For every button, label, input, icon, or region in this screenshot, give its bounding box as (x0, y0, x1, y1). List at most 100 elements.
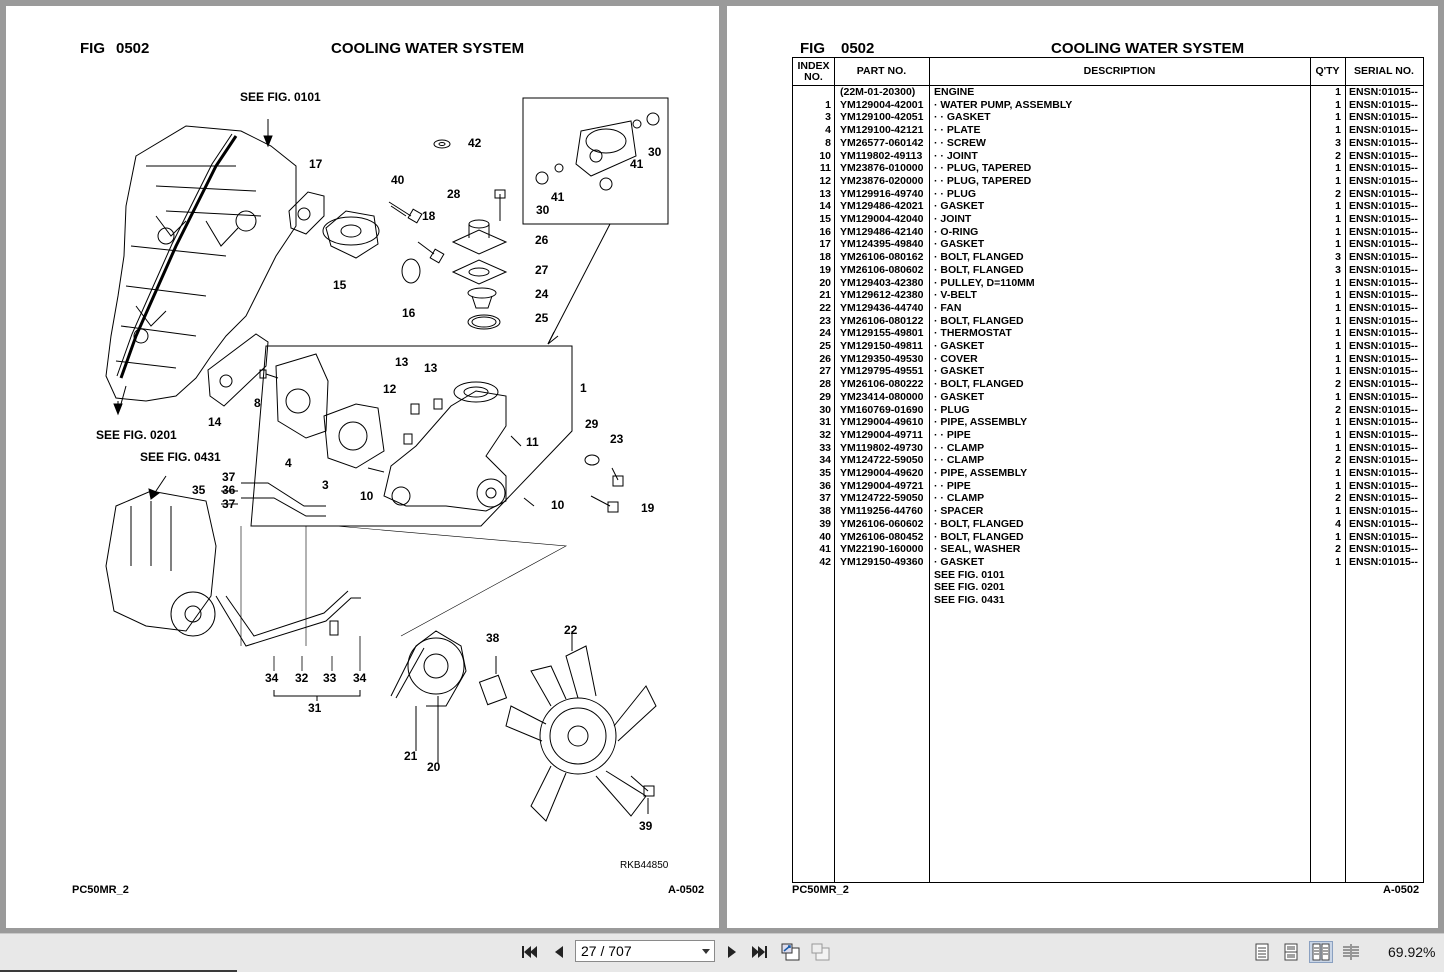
water-pump-assembly-box (250, 345, 573, 527)
part-number-cell: YM23876-020000 (840, 174, 924, 187)
index-cell: 28 (819, 378, 831, 391)
first-page-button[interactable] (518, 941, 540, 963)
description-cell: · BOLT, FLANGED (934, 517, 1024, 530)
description-cell: SEE FIG. 0431 (934, 594, 1005, 606)
continuous-view-button[interactable] (1279, 941, 1303, 963)
serial-number-cell: ENSN:01015-- (1349, 314, 1418, 327)
quantity-cell: 2 (1335, 492, 1341, 505)
description-cell: · · CLAMP (934, 454, 985, 467)
description-cell: · GASKET (934, 238, 985, 251)
description-cell: · · PLATE (934, 124, 981, 137)
two-page-continuous-view-icon (1343, 944, 1359, 960)
single-page-view-button[interactable] (1250, 941, 1274, 963)
right-page: FIG 0502 COOLING WATER SYSTEM INDEX NO. … (727, 6, 1438, 928)
quantity-cell: 1 (1335, 365, 1341, 378)
description-cell: · COVER (934, 352, 978, 365)
index-cell: 16 (819, 225, 831, 238)
zoom-level[interactable]: 69.92% (1388, 944, 1436, 960)
page-title: COOLING WATER SYSTEM (331, 40, 525, 57)
quantity-cell: 1 (1335, 352, 1341, 365)
part-number-cell: YM119802-49113 (840, 149, 923, 162)
description-cell: · WATER PUMP, ASSEMBLY (934, 98, 1073, 111)
two-page-view-button[interactable] (1309, 941, 1333, 963)
part-number-cell: YM129004-42001 (840, 98, 924, 111)
fit-page-icon (781, 943, 800, 961)
quantity-cell: 1 (1335, 225, 1341, 238)
footer-page-ref: A-0502 (668, 884, 705, 896)
description-cell: · V-BELT (934, 289, 977, 302)
index-cell: 10 (819, 149, 831, 162)
part-number-cell: YM129004-49711 (840, 428, 923, 441)
part-number-cell: YM124722-59050 (840, 492, 924, 505)
serial-number-cell: ENSN:01015-- (1349, 174, 1418, 187)
part-number-cell: YM129795-49551 (840, 365, 924, 378)
callout: 23 (610, 432, 624, 446)
quantity-cell: 2 (1335, 149, 1341, 162)
description-cell: SEE FIG. 0101 (934, 568, 1005, 581)
index-cell: 20 (819, 276, 831, 289)
serial-number-cell: ENSN:01015-- (1349, 251, 1418, 264)
previous-page-button[interactable] (548, 941, 568, 963)
description-cell: · SPACER (934, 505, 984, 518)
next-page-button[interactable] (723, 941, 743, 963)
callout: 37 (222, 470, 236, 484)
index-cell: 4 (825, 124, 831, 137)
fit-page-button[interactable] (779, 941, 803, 963)
callout: 30 (648, 145, 662, 159)
fit-width-button[interactable] (809, 941, 833, 963)
callout: 31 (308, 701, 322, 715)
part-number-cell: YM119256-44760 (840, 505, 923, 518)
description-cell: · PULLEY, D=110MM (934, 276, 1035, 289)
part-number-cell: YM26106-080162 (840, 251, 924, 264)
part-number-cell: YM129150-49360 (840, 555, 924, 568)
index-cell: 29 (819, 390, 831, 403)
serial-number-cell: ENSN:01015-- (1349, 454, 1418, 467)
page-number-input[interactable]: 27 / 707 (575, 940, 715, 962)
part-number-cell: YM129100-42051 (840, 111, 924, 124)
callout: 21 (404, 749, 418, 763)
callout: 32 (295, 671, 309, 685)
col-header-serial: SERIAL NO. (1354, 65, 1414, 77)
part-number-cell: YM26106-080222 (840, 378, 924, 391)
callout: 15 (333, 278, 347, 292)
two-page-continuous-view-button[interactable] (1339, 941, 1363, 963)
index-cell: 36 (819, 479, 831, 492)
last-page-button[interactable] (749, 941, 771, 963)
callout: 4 (285, 456, 292, 470)
quantity-cell: 1 (1335, 301, 1341, 314)
quantity-cell: 1 (1335, 555, 1341, 568)
serial-number-cell: ENSN:01015-- (1349, 530, 1418, 543)
serial-number-cell: ENSN:01015-- (1349, 289, 1418, 302)
chevron-down-icon[interactable] (702, 949, 710, 954)
single-page-view-icon (1255, 943, 1269, 961)
callout: 29 (585, 417, 599, 431)
serial-number-cell: ENSN:01015-- (1349, 263, 1418, 276)
index-cell: 35 (819, 467, 831, 479)
quantity-cell: 1 (1335, 530, 1341, 543)
index-cell: 37 (819, 492, 831, 505)
quantity-cell: 1 (1335, 467, 1341, 479)
index-cell: 32 (819, 428, 831, 441)
index-cell: 11 (819, 162, 831, 175)
callout: 37 (222, 497, 236, 511)
callout: 28 (447, 187, 461, 201)
serial-number-cell: ENSN:01015-- (1349, 136, 1418, 149)
footer-page-ref: A-0502 (1383, 884, 1420, 896)
quantity-cell: 2 (1335, 378, 1341, 391)
description-cell: · · SCREW (934, 136, 986, 149)
index-cell: 19 (819, 263, 831, 276)
quantity-cell: 1 (1335, 111, 1341, 124)
callout: 12 (383, 382, 397, 396)
callout: 42 (468, 136, 482, 150)
